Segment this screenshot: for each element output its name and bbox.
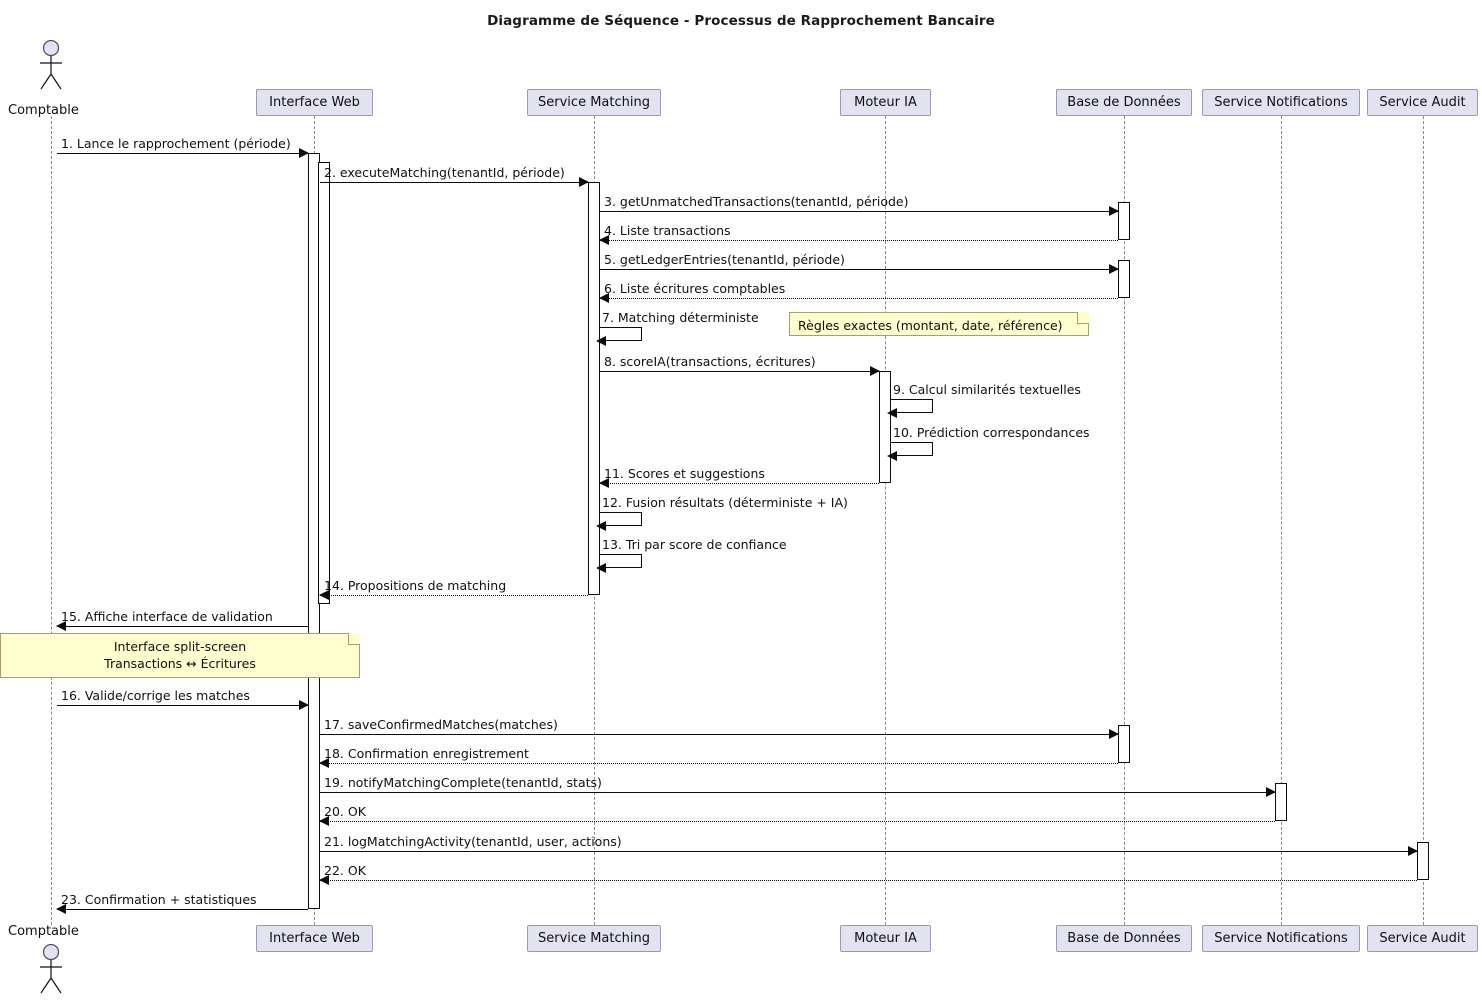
message-15-affiche-interface-de-validation-line <box>57 626 308 627</box>
message-4-liste-transactions-line <box>600 240 1118 241</box>
activation-bar-moteur-ia <box>879 371 891 483</box>
message-20-ok-line <box>320 821 1275 822</box>
message-22-ok-line <box>320 880 1417 881</box>
participant-service-audit-bottom[interactable]: Service Audit <box>1367 925 1478 952</box>
activation-bar-base-de-donnees <box>1118 260 1130 298</box>
lifeline-comptable <box>51 116 52 925</box>
page-title: Diagramme de Séquence - Processus de Rap… <box>0 13 1482 29</box>
message-2-executematching-tenantid-periode-arrowhead-icon <box>579 177 589 187</box>
message-18-confirmation-enregistrement-line <box>320 763 1118 764</box>
message-7-matching-deterministe-label: 7. Matching déterministe <box>602 310 759 325</box>
message-2-executematching-tenantid-periode-line <box>320 182 588 183</box>
actor-label-bottom: Comptable <box>8 924 79 939</box>
message-8-scoreia-transactions-ecritures-arrowhead-icon <box>870 366 880 376</box>
message-12-fusion-resultats-deterministe-ia-label: 12. Fusion résultats (déterministe + IA) <box>602 495 848 510</box>
message-6-liste-ecritures-comptables-label: 6. Liste écritures comptables <box>604 281 785 296</box>
activation-bar-service-audit <box>1417 842 1429 880</box>
message-2-executematching-tenantid-periode-label: 2. executeMatching(tenantId, période) <box>324 165 565 180</box>
message-16-valide-corrige-les-matches-label: 16. Valide/corrige les matches <box>61 688 250 703</box>
participant-service-matching-bottom[interactable]: Service Matching <box>527 925 661 952</box>
message-7-matching-deterministe-arrowhead-icon <box>596 336 606 346</box>
message-12-fusion-resultats-deterministe-ia-arrowhead-icon <box>596 521 606 531</box>
message-9-calcul-similarites-textuelles-arrowhead-icon <box>887 408 897 418</box>
message-3-getunmatchedtransactions-tenantid--label: 3. getUnmatchedTransactions(tenantId, pé… <box>604 194 909 209</box>
message-9-calcul-similarites-textuelles-label: 9. Calcul similarités textuelles <box>893 382 1081 397</box>
message-15-affiche-interface-de-validation-label: 15. Affiche interface de validation <box>61 609 273 624</box>
message-9-calcul-similarites-textuelles-self-loop <box>891 399 933 413</box>
message-10-prediction-correspondances-label: 10. Prédiction correspondances <box>893 425 1090 440</box>
participant-base-de-donnees-bottom[interactable]: Base de Données <box>1056 925 1192 952</box>
message-16-valide-corrige-les-matches-arrowhead-icon <box>299 700 309 710</box>
message-8-scoreia-transactions-ecritures-label: 8. scoreIA(transactions, écritures) <box>604 354 816 369</box>
message-18-confirmation-enregistrement-label: 18. Confirmation enregistrement <box>324 746 529 761</box>
participant-service-notifications-top[interactable]: Service Notifications <box>1202 89 1360 116</box>
message-17-saveconfirmedmatches-matches-arrowhead-icon <box>1109 729 1119 739</box>
participant-interface-web-top[interactable]: Interface Web <box>256 89 373 116</box>
message-21-logmatchingactivity-tenantid-user--arrowhead-icon <box>1408 846 1418 856</box>
activation-bar-service-notifications <box>1275 783 1287 821</box>
message-21-logmatchingactivity-tenantid-user--line <box>320 851 1417 852</box>
message-13-tri-par-score-de-confiance-label: 13. Tri par score de confiance <box>602 537 787 552</box>
participant-service-notifications-bottom[interactable]: Service Notifications <box>1202 925 1360 952</box>
activation-bar-base-de-donnees <box>1118 202 1130 240</box>
note-fold-corner-icon <box>1077 312 1089 324</box>
message-19-notifymatchingcomplete-tenantid-st-label: 19. notifyMatchingComplete(tenantId, sta… <box>324 775 602 790</box>
message-22-ok-label: 22. OK <box>324 863 366 878</box>
message-11-scores-et-suggestions-label: 11. Scores et suggestions <box>604 466 765 481</box>
message-1-lance-le-rapprochement-periode-arrowhead-icon <box>299 148 309 158</box>
message-1-lance-le-rapprochement-periode-line <box>57 153 308 154</box>
message-13-tri-par-score-de-confiance-self-loop <box>600 554 642 568</box>
message-10-prediction-correspondances-self-loop <box>891 442 933 456</box>
message-10-prediction-correspondances-arrowhead-icon <box>887 451 897 461</box>
note-split-screen: Interface split-screen Transactions ↔ Éc… <box>0 633 360 678</box>
message-19-notifymatchingcomplete-tenantid-st-arrowhead-icon <box>1266 787 1276 797</box>
message-1-lance-le-rapprochement-periode-label: 1. Lance le rapprochement (période) <box>61 136 291 151</box>
message-12-fusion-resultats-deterministe-ia-self-loop <box>600 512 642 526</box>
participant-service-audit-top[interactable]: Service Audit <box>1367 89 1478 116</box>
actor-icon-bottom <box>34 944 68 996</box>
message-14-propositions-de-matching-label: 14. Propositions de matching <box>324 578 506 593</box>
message-16-valide-corrige-les-matches-line <box>57 705 308 706</box>
participant-moteur-ia-top[interactable]: Moteur IA <box>840 89 931 116</box>
lifeline-moteur-ia <box>885 116 886 925</box>
note-regles-exactes: Règles exactes (montant, date, référence… <box>789 312 1089 336</box>
message-5-getledgerentries-tenantid-periode-label: 5. getLedgerEntries(tenantId, période) <box>604 252 845 267</box>
message-23-confirmation-statistiques-line <box>57 909 308 910</box>
note-regles-exactes-text: Règles exactes (montant, date, référence… <box>798 317 1080 334</box>
message-23-confirmation-statistiques-label: 23. Confirmation + statistiques <box>61 892 257 907</box>
message-20-ok-label: 20. OK <box>324 804 366 819</box>
message-11-scores-et-suggestions-line <box>600 483 879 484</box>
message-13-tri-par-score-de-confiance-arrowhead-icon <box>596 563 606 573</box>
participant-moteur-ia-bottom[interactable]: Moteur IA <box>840 925 931 952</box>
actor-icon-top <box>34 40 68 92</box>
note-split-screen-text: Interface split-screen Transactions ↔ Éc… <box>9 638 351 672</box>
message-17-saveconfirmedmatches-matches-line <box>320 734 1118 735</box>
message-5-getledgerentries-tenantid-periode-line <box>600 269 1118 270</box>
lifeline-service-audit <box>1423 116 1424 925</box>
message-5-getledgerentries-tenantid-periode-arrowhead-icon <box>1109 264 1119 274</box>
message-3-getunmatchedtransactions-tenantid--arrowhead-icon <box>1109 206 1119 216</box>
message-7-matching-deterministe-self-loop <box>600 327 642 341</box>
participant-interface-web-bottom[interactable]: Interface Web <box>256 925 373 952</box>
note-fold-corner-icon <box>348 633 360 645</box>
participant-base-de-donnees-top[interactable]: Base de Données <box>1056 89 1192 116</box>
message-3-getunmatchedtransactions-tenantid--line <box>600 211 1118 212</box>
message-19-notifymatchingcomplete-tenantid-st-line <box>320 792 1275 793</box>
actor-label-top: Comptable <box>8 103 79 118</box>
activation-bar-interface-web <box>318 162 330 604</box>
message-14-propositions-de-matching-line <box>320 595 588 596</box>
message-17-saveconfirmedmatches-matches-label: 17. saveConfirmedMatches(matches) <box>324 717 558 732</box>
participant-service-matching-top[interactable]: Service Matching <box>527 89 661 116</box>
activation-bar-base-de-donnees <box>1118 725 1130 763</box>
message-21-logmatchingactivity-tenantid-user--label: 21. logMatchingActivity(tenantId, user, … <box>324 834 622 849</box>
message-4-liste-transactions-label: 4. Liste transactions <box>604 223 731 238</box>
message-6-liste-ecritures-comptables-line <box>600 298 1118 299</box>
message-8-scoreia-transactions-ecritures-line <box>600 371 879 372</box>
